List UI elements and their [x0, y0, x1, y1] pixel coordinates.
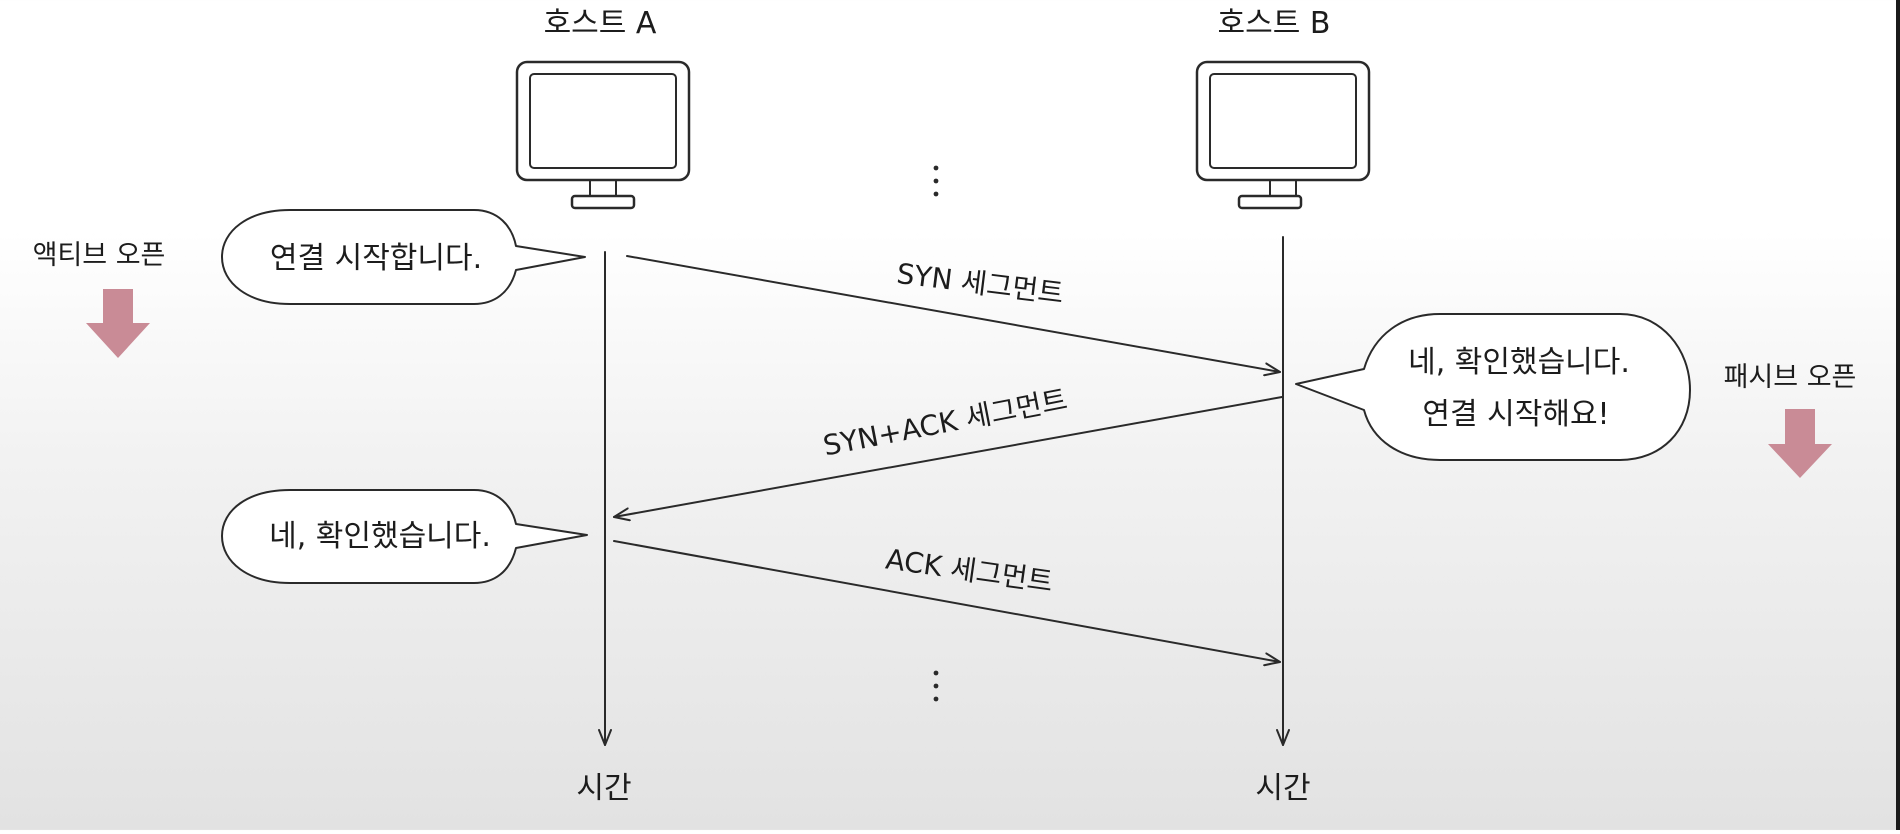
host-b-label: 호스트 B — [1218, 6, 1331, 41]
host-a-monitor-icon — [515, 60, 691, 210]
ack-segment-label: ACK 세그먼트 — [884, 543, 1055, 599]
syn-segment-label: SYN 세그먼트 — [895, 257, 1066, 310]
host-b-monitor-icon — [1195, 60, 1371, 210]
host-b-confirm-line-2: 연결 시작해요! — [1422, 397, 1609, 432]
syn-segment-arrow — [626, 255, 1281, 377]
ellipsis-bottom — [933, 670, 939, 702]
passive-open-label: 패시브 오픈 — [1724, 362, 1857, 393]
window-edge — [1896, 0, 1900, 830]
host-b-time-label: 시간 — [1255, 771, 1310, 806]
active-open-down-arrow-icon — [86, 289, 150, 358]
ellipsis-top — [933, 165, 939, 197]
ack-segment-arrow — [613, 540, 1281, 667]
host-a-confirm-bubble: 네, 확인했습니다. — [221, 489, 588, 584]
host-a-start-bubble: 연결 시작합니다. — [221, 209, 586, 305]
host-a-label: 호스트 A — [544, 6, 657, 41]
host-a-start-bubble-text: 연결 시작합니다. — [270, 241, 482, 276]
host-b-confirm-line-1: 네, 확인했습니다. — [1408, 345, 1630, 380]
passive-open-down-arrow-icon — [1768, 409, 1832, 478]
active-open-label: 액티브 오픈 — [33, 240, 166, 271]
host-a-confirm-bubble-text: 네, 확인했습니다. — [269, 519, 491, 554]
syn-ack-segment-label: SYN+ACK 세그먼트 — [820, 383, 1070, 463]
syn-ack-segment-arrow — [613, 396, 1283, 522]
host-a-time-label: 시간 — [576, 771, 631, 806]
host-b-confirm-bubble: 네, 확인했습니다. 연결 시작해요! — [1295, 313, 1691, 461]
